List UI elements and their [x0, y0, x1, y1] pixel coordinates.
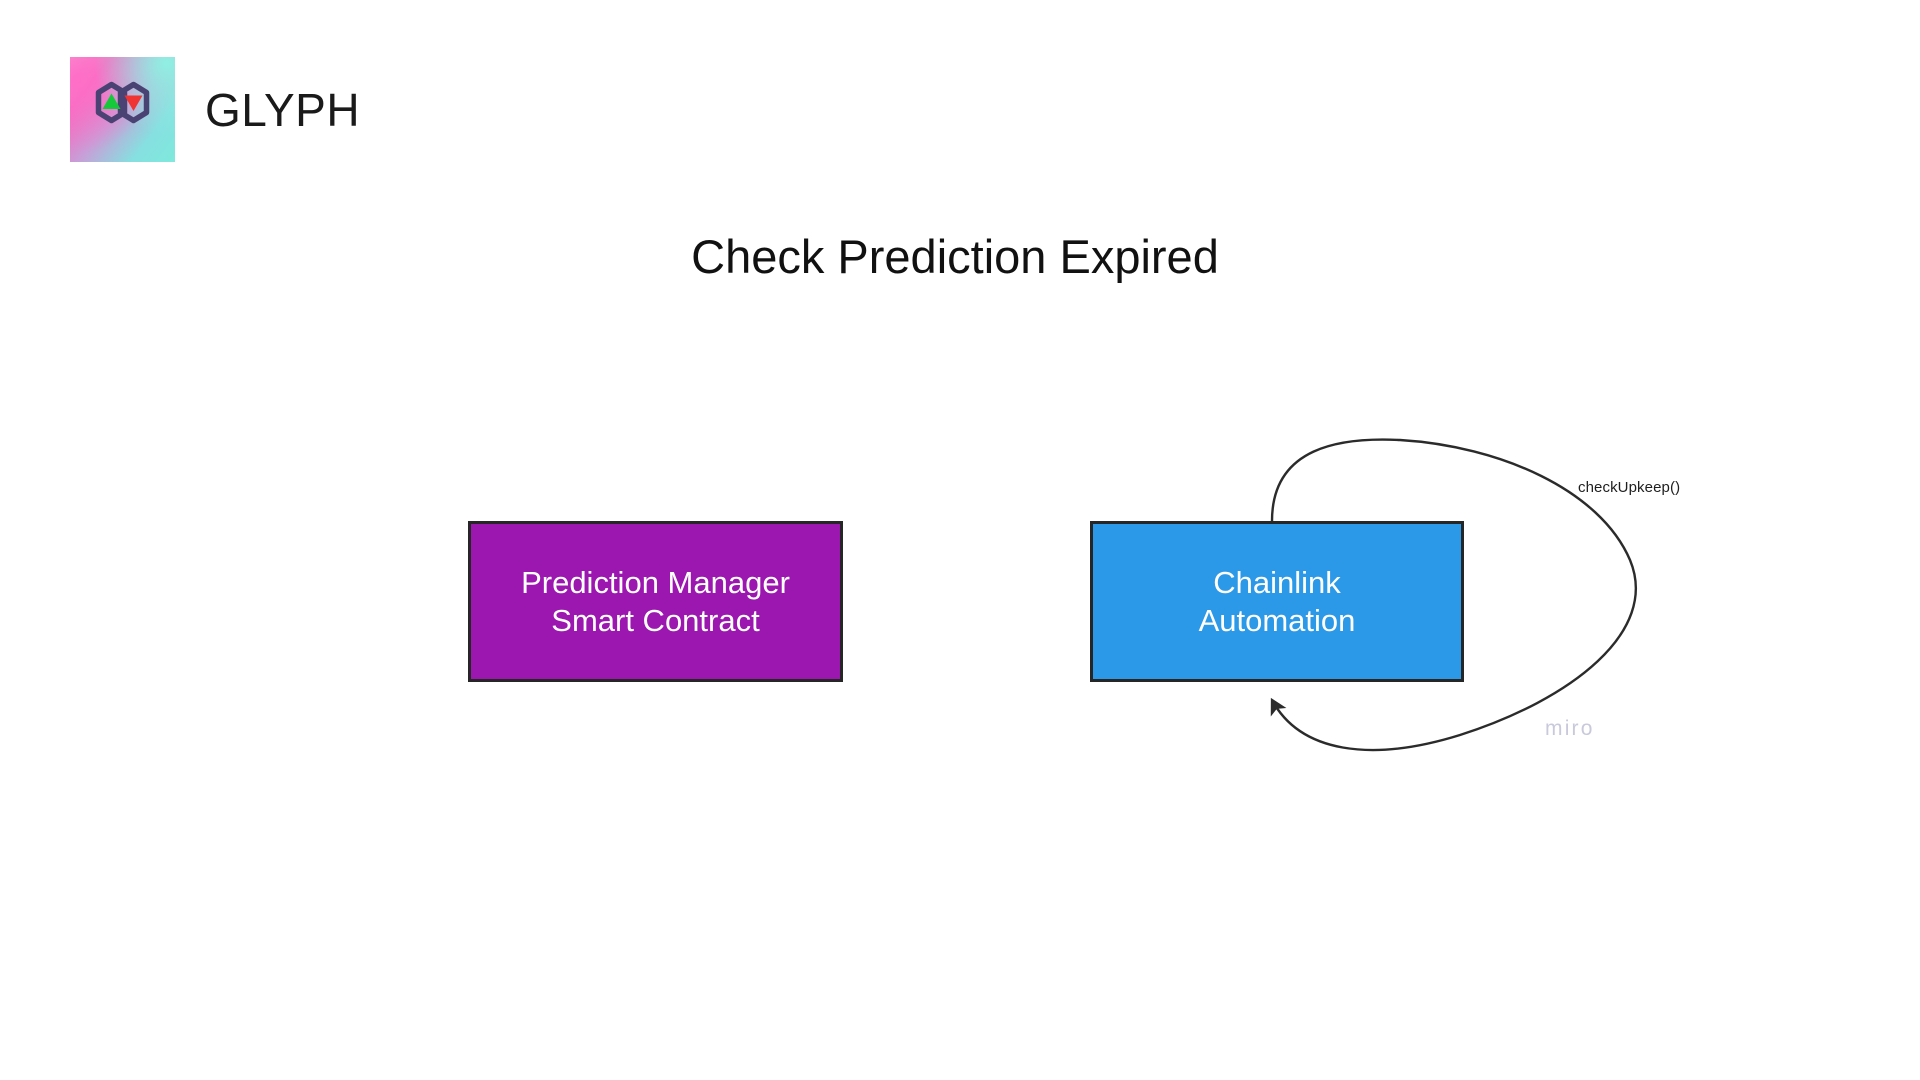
miro-watermark: miro — [1545, 717, 1595, 740]
glyph-double-hexagon-logo-icon — [70, 57, 175, 162]
brand-name: GLYPH — [205, 83, 361, 136]
edge-label-checkupkeep: checkUpkeep() — [1578, 479, 1681, 496]
page-title-text: Check Prediction Expired — [691, 230, 1219, 283]
node-chainlink-automation-label: Chainlink Automation — [1198, 564, 1356, 638]
page-title: Check Prediction Expired — [0, 229, 1920, 284]
brand-header: GLYPH — [70, 57, 360, 162]
node-chainlink-automation[interactable]: Chainlink Automation — [1090, 521, 1464, 682]
node-prediction-manager[interactable]: Prediction Manager Smart Contract — [468, 521, 843, 682]
node-prediction-manager-label: Prediction Manager Smart Contract — [521, 564, 790, 638]
